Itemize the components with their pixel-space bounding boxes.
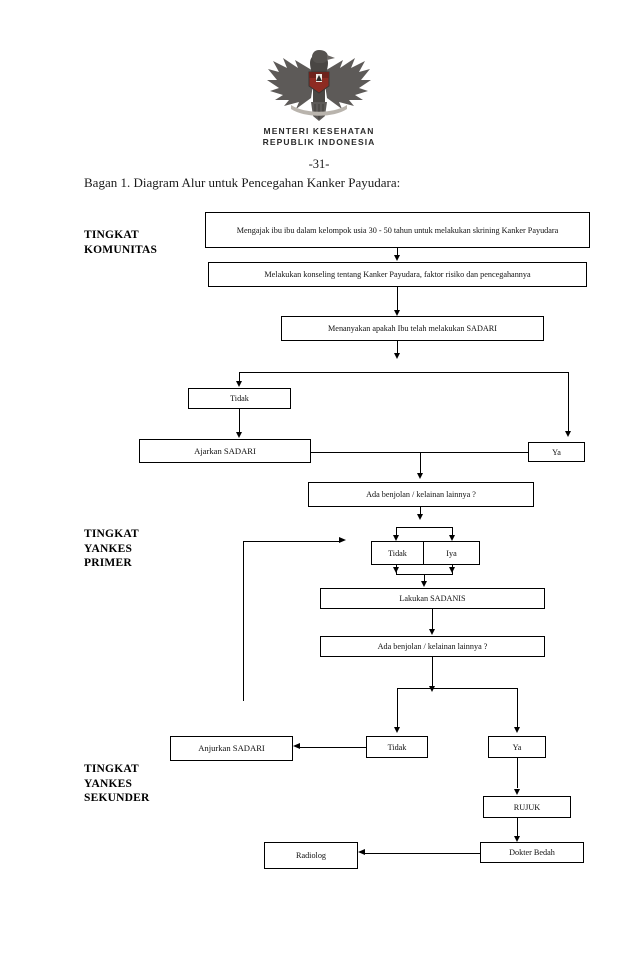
connector-n11-down xyxy=(432,657,433,687)
arrowhead-n4-n6 xyxy=(236,432,242,438)
connector-merge-down-1 xyxy=(420,452,421,474)
flow-node-tidak-2: Tidak xyxy=(371,541,424,565)
tier-label-yankes-sekunder: TINGKAT YANKES SEKUNDER xyxy=(84,763,150,804)
connector-split-right-3 xyxy=(517,688,518,728)
garuda-pancasila-emblem xyxy=(267,50,371,121)
arrowhead-n7-down xyxy=(417,514,423,520)
flow-node-mengajak-ibu: Mengajak ibu ibu dalam kelompok usia 30 … xyxy=(205,212,590,248)
arrowhead-split-left-2 xyxy=(393,535,399,541)
connector-split-right-2 xyxy=(452,527,453,536)
document-header: MENTERI KESEHATAN REPUBLIK INDONESIA xyxy=(0,42,638,147)
connector-n4-n6 xyxy=(239,409,240,433)
tier-label-komunitas: TINGKAT KOMUNITAS xyxy=(84,229,158,256)
ministry-line-1: MENTERI KESEHATAN xyxy=(263,126,375,136)
flow-node-anjurkan-sadari: Anjurkan SADARI xyxy=(170,736,293,761)
connector-split-left-2 xyxy=(396,527,397,536)
connector-n2-n3 xyxy=(397,287,398,311)
flow-node-rujuk: RUJUK xyxy=(483,796,571,818)
connector-split-right-1 xyxy=(568,372,569,432)
connector-feedback-horizontal xyxy=(243,541,340,542)
arrowhead-n15-n16 xyxy=(514,836,520,842)
connector-n10-n11 xyxy=(432,609,433,630)
arrowhead-split-right-3 xyxy=(514,727,520,733)
connector-n3-down xyxy=(397,341,398,354)
flow-node-ya-1: Ya xyxy=(528,442,585,462)
flow-node-ada-benjolan-1: Ada benjolan / kelainan lainnya ? xyxy=(308,482,534,507)
page-title: Bagan 1. Diagram Alur untuk Pencegahan K… xyxy=(84,175,401,190)
flow-node-lakukan-sadanis: Lakukan SADANIS xyxy=(320,588,545,609)
flow-node-radiolog: Radiolog xyxy=(264,842,358,869)
arrowhead-n2-n3 xyxy=(394,310,400,316)
flow-node-ya-2: Ya xyxy=(488,736,546,758)
ministry-line-2: REPUBLIK INDONESIA xyxy=(262,136,376,147)
arrowhead-n16-n17 xyxy=(358,849,365,855)
arrowhead-merge-down-1 xyxy=(417,473,423,479)
flow-node-tidak-3: Tidak xyxy=(366,736,428,758)
arrowhead-feedback xyxy=(339,537,346,543)
tier-label-yankes-primer: TINGKAT YANKES PRIMER xyxy=(84,528,139,569)
arrowhead-split-left-1 xyxy=(236,381,242,387)
flow-node-iya: Iya xyxy=(423,541,480,565)
flow-node-ada-benjolan-2: Ada benjolan / kelainan lainnya ? xyxy=(320,636,545,657)
connector-n16-n17 xyxy=(365,853,480,854)
connector-n7-down xyxy=(420,507,421,515)
connector-n13-n15 xyxy=(517,758,518,788)
arrowhead-split-right-2 xyxy=(449,535,455,541)
connector-n1-n2 xyxy=(397,248,398,256)
connector-split-left-3 xyxy=(397,688,398,728)
connector-merge-bar-1 xyxy=(311,452,528,453)
connector-n15-n16 xyxy=(517,818,518,836)
arrowhead-merge-down-2 xyxy=(421,581,427,587)
flow-node-tidak-1: Tidak xyxy=(188,388,291,409)
page-number: -31- xyxy=(308,157,330,171)
arrowhead-n3-down xyxy=(394,353,400,359)
arrowhead-n1-n2 xyxy=(394,255,400,261)
flow-node-melakukan-konseling: Melakukan konseling tentang Kanker Payud… xyxy=(208,262,587,287)
arrowhead-n10-n11 xyxy=(429,629,435,635)
arrowhead-split-right-1 xyxy=(565,431,571,437)
connector-split-left-1 xyxy=(239,372,240,382)
connector-feedback-vertical xyxy=(243,541,244,701)
connector-n12-n14 xyxy=(300,747,366,748)
flow-node-ajarkan-sadari: Ajarkan SADARI xyxy=(139,439,311,463)
arrowhead-n9-down xyxy=(449,567,455,573)
connector-split-bar-3 xyxy=(397,688,517,689)
connector-split-bar-1 xyxy=(239,372,568,373)
arrowhead-n13-n15 xyxy=(514,789,520,795)
connector-split-bar-2 xyxy=(396,527,453,528)
arrowhead-n8-down xyxy=(393,567,399,573)
arrowhead-split-left-3 xyxy=(394,727,400,733)
arrowhead-n11-down xyxy=(429,686,435,692)
flow-node-dokter-bedah: Dokter Bedah xyxy=(480,842,584,863)
connector-merge-down-2 xyxy=(424,574,425,582)
flow-node-menanyakan-sadari: Menanyakan apakah Ibu telah melakukan SA… xyxy=(281,316,544,341)
arrowhead-n12-n14 xyxy=(293,743,300,749)
